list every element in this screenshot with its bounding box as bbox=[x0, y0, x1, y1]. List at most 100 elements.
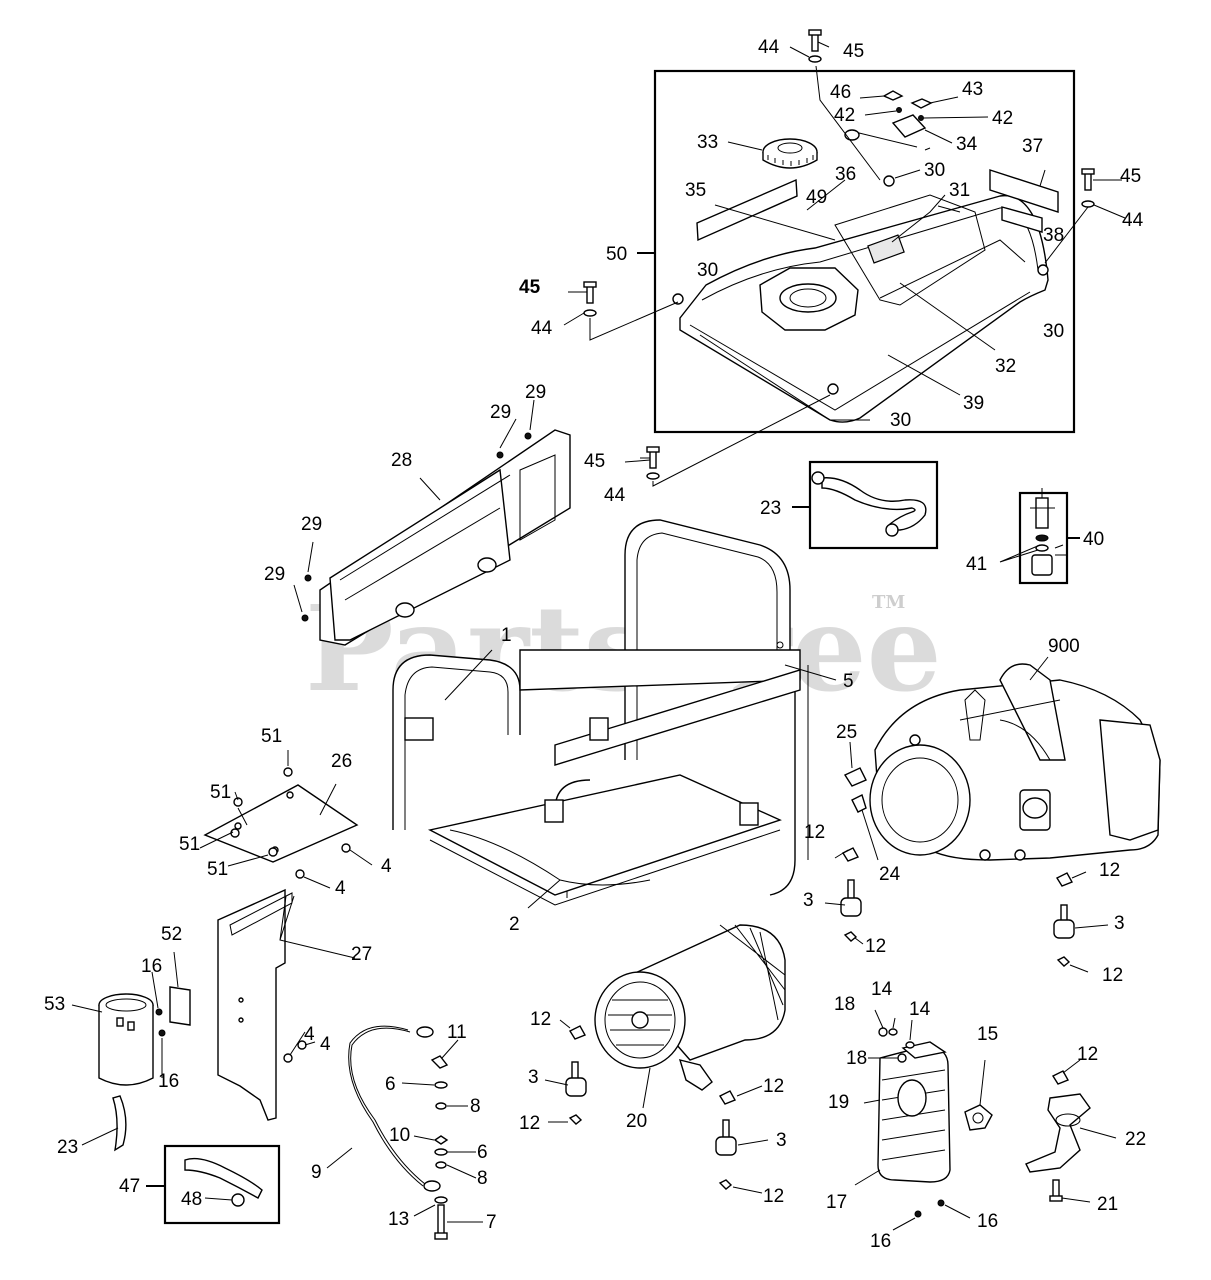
callout-16d: 16 bbox=[870, 1231, 891, 1252]
callout-4b: 4 bbox=[335, 878, 346, 899]
callout-5: 5 bbox=[843, 671, 854, 692]
muffler-assembly[interactable] bbox=[877, 1027, 993, 1218]
fuel-line-box bbox=[808, 460, 939, 550]
grommet-30b bbox=[1037, 264, 1049, 276]
callout-16a: 16 bbox=[141, 956, 162, 977]
gauge-plate bbox=[891, 114, 927, 138]
main-frame[interactable] bbox=[392, 519, 809, 906]
muffler-bracket[interactable] bbox=[1025, 1070, 1091, 1202]
callout-12a: 12 bbox=[804, 822, 825, 843]
callout-47: 47 bbox=[119, 1176, 140, 1197]
callout-7: 7 bbox=[486, 1212, 497, 1233]
callout-4d: 4 bbox=[320, 1034, 331, 1055]
callout-3a: 3 bbox=[803, 890, 814, 911]
callout-12b: 12 bbox=[865, 936, 886, 957]
callout-51c: 51 bbox=[179, 834, 200, 855]
fuel-tank-box bbox=[653, 69, 1076, 434]
callout-41: 41 bbox=[966, 554, 987, 575]
leader-lines bbox=[71, 41, 1126, 1231]
fuel-line-assembly[interactable] bbox=[808, 460, 939, 550]
callout-44b: 44 bbox=[1122, 210, 1144, 231]
callout-16c: 16 bbox=[977, 1211, 998, 1232]
screw-51c bbox=[230, 828, 240, 838]
bolt-45-left bbox=[586, 284, 594, 304]
callout-labels: 1 2 3 3 3 3 4 4 4 4 5 6 6 7 8 8 9 10 11 … bbox=[44, 37, 1146, 1252]
ground-cable[interactable] bbox=[348, 1025, 449, 1240]
evap-canister[interactable] bbox=[98, 986, 191, 1152]
control-panel-bracket[interactable] bbox=[301, 429, 571, 646]
callout-45d: 45 bbox=[584, 451, 605, 472]
callout-3c: 3 bbox=[528, 1067, 539, 1088]
grommet-30d bbox=[827, 383, 839, 395]
callout-45b: 45 bbox=[1120, 166, 1141, 187]
frame-left-rear bbox=[392, 654, 521, 830]
fuel-tank-assembly[interactable] bbox=[653, 65, 1089, 434]
callout-9: 9 bbox=[311, 1162, 322, 1183]
screw-51a bbox=[233, 797, 243, 807]
hose-48 bbox=[184, 1157, 263, 1199]
callout-29a: 29 bbox=[490, 402, 511, 423]
callout-36: 36 bbox=[835, 164, 856, 185]
callout-25: 25 bbox=[836, 722, 857, 743]
washer-6b bbox=[434, 1148, 448, 1156]
fuel-valve bbox=[1035, 497, 1049, 529]
callout-42b: 42 bbox=[992, 108, 1013, 129]
callout-30c: 30 bbox=[1043, 321, 1064, 342]
fuel-gauge-parts[interactable] bbox=[844, 90, 933, 148]
tank-mount-hardware[interactable] bbox=[583, 29, 1095, 487]
washer-44-left bbox=[583, 309, 597, 317]
engine-air-cleaner bbox=[1099, 719, 1161, 841]
fuel-hose bbox=[821, 477, 927, 531]
washer-13 bbox=[434, 1196, 448, 1204]
fuel-cap[interactable] bbox=[762, 138, 818, 169]
callout-38: 38 bbox=[1043, 225, 1064, 246]
callout-14a: 14 bbox=[871, 979, 893, 1000]
callout-48: 48 bbox=[181, 1189, 202, 1210]
side-panel[interactable] bbox=[217, 888, 307, 1121]
callout-30b: 30 bbox=[924, 160, 945, 181]
callout-15: 15 bbox=[977, 1024, 998, 1045]
engine-assembly[interactable] bbox=[869, 663, 1161, 861]
alternator[interactable] bbox=[594, 924, 786, 1091]
mount-tab-d bbox=[739, 802, 759, 826]
callout-35: 35 bbox=[685, 180, 706, 201]
callout-11: 11 bbox=[447, 1022, 467, 1043]
washer-8a bbox=[435, 1102, 447, 1110]
alternator-foot bbox=[678, 1059, 713, 1091]
mount-3-d bbox=[715, 1090, 737, 1190]
callout-22: 22 bbox=[1125, 1129, 1146, 1150]
recoil-starter bbox=[999, 663, 1066, 761]
callout-900: 900 bbox=[1048, 636, 1080, 657]
gauge-lens bbox=[882, 90, 904, 101]
callout-12c: 12 bbox=[1099, 860, 1120, 881]
callout-24: 24 bbox=[879, 864, 901, 885]
frame-right-rear bbox=[624, 519, 791, 760]
washer-8b bbox=[435, 1161, 447, 1169]
callout-8b: 8 bbox=[477, 1168, 488, 1189]
screw-16c bbox=[155, 1008, 163, 1016]
callout-4c: 4 bbox=[304, 1024, 315, 1045]
cable-9 bbox=[350, 1027, 426, 1185]
muffler-nut-18a bbox=[878, 1027, 888, 1037]
callout-32: 32 bbox=[995, 356, 1016, 377]
hose-kit[interactable] bbox=[163, 1144, 281, 1225]
fuel-tank-body bbox=[679, 195, 1049, 423]
screw-29b bbox=[524, 432, 532, 440]
part-25[interactable] bbox=[843, 767, 867, 787]
callout-23a: 23 bbox=[760, 498, 781, 519]
engine-flange bbox=[869, 744, 971, 856]
hose-clamp-48 bbox=[231, 1193, 245, 1207]
callout-30d: 30 bbox=[890, 410, 911, 431]
callout-39: 39 bbox=[963, 393, 984, 414]
frame-crossbar-mid bbox=[554, 669, 801, 766]
callout-12e: 12 bbox=[530, 1009, 551, 1030]
bolt-45-lower bbox=[649, 449, 657, 469]
panel-27 bbox=[217, 888, 286, 1121]
fuel-valve-assembly[interactable] bbox=[1018, 488, 1069, 585]
callout-6b: 6 bbox=[477, 1142, 488, 1163]
vibration-mounts[interactable] bbox=[565, 847, 1075, 1190]
part-24[interactable] bbox=[851, 794, 867, 813]
washer-44-right bbox=[1081, 200, 1095, 208]
callout-34: 34 bbox=[956, 134, 978, 155]
